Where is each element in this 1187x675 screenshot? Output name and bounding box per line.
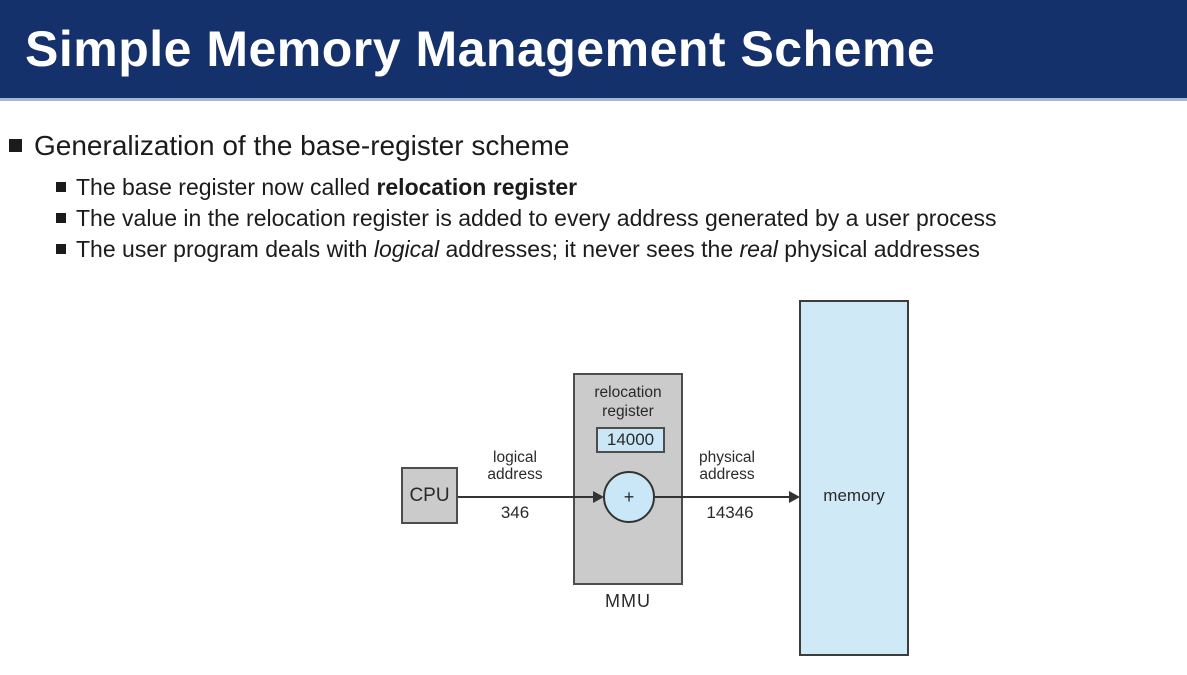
bullet-square-icon xyxy=(9,139,22,152)
relocation-register-value-box: 14000 xyxy=(596,427,665,453)
bullet-square-icon xyxy=(56,213,66,223)
relocation-register-label: relocation register xyxy=(573,383,683,421)
sub3-text: addresses; it never sees the xyxy=(439,236,740,262)
bullet-main: Generalization of the base-register sche… xyxy=(34,130,570,161)
physical-address-line2: address xyxy=(699,466,755,483)
logical-address-label: logical address xyxy=(453,449,577,483)
sub3-italic-logical: logical xyxy=(373,236,440,262)
sub1-bold-text: relocation register xyxy=(376,174,578,200)
arrowhead-icon xyxy=(593,491,604,503)
mmu-label: MMU xyxy=(605,591,651,611)
bullet-sub-1: The base register now called relocation … xyxy=(76,173,577,201)
logical-address-value: 346 xyxy=(500,503,530,522)
logical-address-arrow-line xyxy=(458,496,594,498)
sub3-text: The user program deals with xyxy=(76,236,374,262)
sub3-italic-real: real xyxy=(739,236,778,262)
physical-address-arrow-line xyxy=(655,496,790,498)
logical-address-line2: address xyxy=(487,466,543,483)
adder-circle: + xyxy=(603,471,655,523)
memory-label: memory xyxy=(823,486,885,505)
physical-address-line1: physical xyxy=(699,449,755,466)
slide-header: Simple Memory Management Scheme xyxy=(0,0,1187,101)
physical-address-value: 14346 xyxy=(706,503,754,522)
logical-address-line1: logical xyxy=(493,449,537,466)
relocation-register-line1: relocation xyxy=(594,384,662,401)
bullet-sub-3: The user program deals with logical addr… xyxy=(76,235,980,263)
relocation-register-line2: register xyxy=(602,403,654,420)
slide-title: Simple Memory Management Scheme xyxy=(25,21,936,77)
bullet-square-icon xyxy=(56,244,66,254)
memory-box: memory xyxy=(799,300,909,656)
sub3-text: physical addresses xyxy=(777,236,980,262)
arrowhead-icon xyxy=(789,491,800,503)
bullet-square-icon xyxy=(56,182,66,192)
bullet-sub-2: The value in the relocation register is … xyxy=(76,205,997,231)
physical-address-label: physical address xyxy=(665,449,789,483)
sub1-text: The base register now called xyxy=(76,174,377,200)
cpu-box: CPU xyxy=(401,467,458,524)
